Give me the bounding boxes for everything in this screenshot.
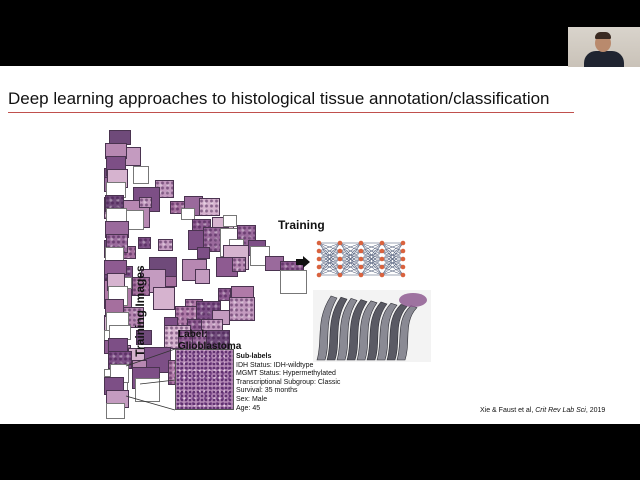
sub-label-item: Sex: Male xyxy=(236,395,268,403)
tissue-tile xyxy=(152,287,176,311)
training-label: Training xyxy=(278,218,325,232)
citation-journal: Crit Rev Lab Sci xyxy=(535,407,586,414)
tissue-tile xyxy=(196,247,211,260)
sub-label-item: Transcriptional Subgroup: Classic xyxy=(236,378,341,386)
tissue-tile xyxy=(198,197,221,216)
tissue-tile xyxy=(229,297,255,322)
sub-label-item: Age: 45 xyxy=(236,404,261,412)
tissue-3d-render-image xyxy=(313,290,431,362)
presentation-slide: Deep learning approaches to histological… xyxy=(0,66,640,424)
zoomed-tissue-patch xyxy=(175,349,234,410)
tissue-tile xyxy=(135,329,153,345)
participant-body xyxy=(584,51,624,67)
sub-labels-header: Sub-labels xyxy=(236,353,272,360)
tissue-tile xyxy=(158,239,173,252)
tissue-tile xyxy=(131,276,150,297)
tissue-tile xyxy=(180,207,196,220)
label-heading: Label: xyxy=(178,329,208,340)
sub-label-item: MGMT Status: Hypermethylated xyxy=(236,370,336,378)
tissue-tile xyxy=(223,215,237,227)
tissue-tile xyxy=(231,257,246,272)
citation-authors: Xie & Faust et al, xyxy=(480,407,536,414)
sub-labels-block: Sub-labels IDH Status: IDH-wildtype MGMT… xyxy=(236,353,340,413)
tissue-tile xyxy=(279,270,307,294)
tissue-tile xyxy=(205,330,230,355)
sub-label-item: IDH Status: IDH-wildtype xyxy=(236,361,314,369)
right-arrow-icon xyxy=(296,256,310,268)
slide-title: Deep learning approaches to histological… xyxy=(8,89,550,108)
title-underline xyxy=(8,112,574,113)
label-value: Glioblastoma xyxy=(178,341,242,352)
citation: Xie & Faust et al, Crit Rev Lab Sci, 201… xyxy=(480,407,605,414)
sub-label-item: Survival: 35 months xyxy=(236,387,298,395)
tissue-tile xyxy=(194,268,211,284)
neural-network-icon xyxy=(316,240,406,278)
participant-hair xyxy=(595,32,611,39)
tissue-tile xyxy=(139,196,152,209)
participant-video-thumbnail[interactable] xyxy=(568,27,640,67)
tissue-tile xyxy=(132,166,150,185)
training-images-axis-label: Training Images xyxy=(133,265,147,357)
citation-year: , 2019 xyxy=(585,407,606,414)
tissue-tile xyxy=(165,276,178,287)
tissue-tile xyxy=(105,403,125,419)
tissue-tile xyxy=(138,237,152,250)
tissue-tile xyxy=(134,377,160,402)
